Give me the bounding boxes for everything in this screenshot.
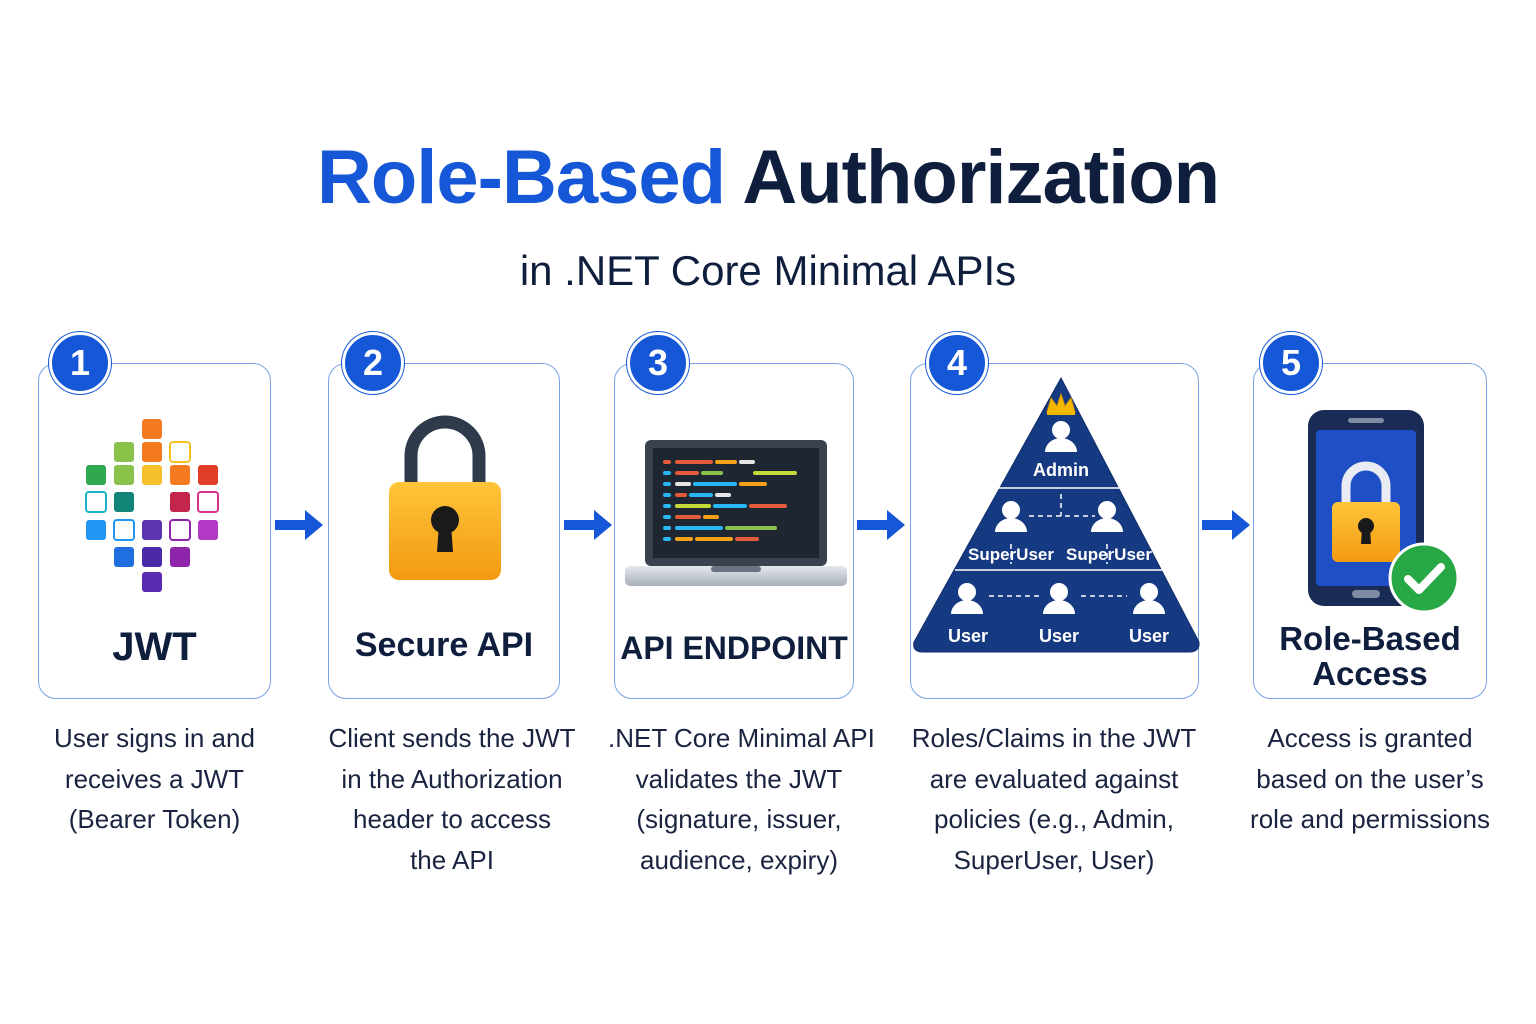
step-2-card: Secure API bbox=[328, 363, 560, 699]
pyramid-superuser-label: SuperUser bbox=[1066, 545, 1152, 564]
title-rest: Authorization bbox=[742, 135, 1220, 220]
step-3-label: API ENDPOINT bbox=[620, 630, 848, 666]
check-circle-icon bbox=[1388, 542, 1460, 614]
pyramid-user-label: User bbox=[1129, 626, 1169, 646]
title-highlight: Role-Based bbox=[316, 135, 726, 220]
arrow-right-icon bbox=[275, 508, 325, 542]
step-2-badge: 2 bbox=[342, 332, 404, 394]
step-5-card: Role-Based Access bbox=[1253, 363, 1487, 699]
pyramid-superuser-label: SuperUser bbox=[968, 545, 1054, 564]
step-4-card: Admin SuperUser SuperUser User User User bbox=[910, 363, 1200, 699]
jwt-mosaic-icon bbox=[85, 416, 225, 596]
pyramid-user-label: User bbox=[948, 626, 988, 646]
step-5-badge: 5 bbox=[1260, 332, 1322, 394]
step-1-label: JWT bbox=[112, 625, 197, 669]
step-1-badge: 1 bbox=[49, 332, 111, 394]
crown-icon bbox=[1046, 392, 1076, 415]
step-4-badge: 4 bbox=[926, 332, 988, 394]
step-2-description: Client sends the JWT in the Authorizatio… bbox=[328, 723, 576, 875]
step-1-description: User signs in and receives a JWT (Bearer… bbox=[54, 723, 255, 834]
step-2-label: Secure API bbox=[354, 626, 534, 664]
smartphone-lock-icon bbox=[1304, 406, 1464, 616]
step-3-description: .NET Core Minimal API validates the JWT … bbox=[608, 723, 875, 875]
subtitle: in .NET Core Minimal APIs bbox=[519, 247, 1017, 294]
step-5-label: Role-Based Access bbox=[1279, 620, 1461, 692]
step-4-description: Roles/Claims in the JWT are evaluated ag… bbox=[911, 723, 1197, 875]
arrow-right-icon bbox=[564, 508, 614, 542]
pyramid-user-label: User bbox=[1039, 626, 1079, 646]
role-pyramid: Admin SuperUser SuperUser User User User bbox=[911, 374, 1200, 656]
step-1-card: JWT bbox=[38, 363, 271, 699]
step-3-badge: 3 bbox=[627, 332, 689, 394]
step-5-description: Access is granted based on the user’s ro… bbox=[1250, 723, 1490, 834]
pyramid-admin-label: Admin bbox=[1033, 460, 1089, 480]
main-title: Role-Based Authorization bbox=[0, 140, 1536, 216]
arrow-right-icon bbox=[1202, 508, 1252, 542]
arrow-right-icon bbox=[857, 508, 907, 542]
padlock-icon bbox=[385, 412, 505, 584]
laptop-code-icon bbox=[625, 438, 847, 588]
step-3-card: API ENDPOINT bbox=[614, 363, 854, 699]
